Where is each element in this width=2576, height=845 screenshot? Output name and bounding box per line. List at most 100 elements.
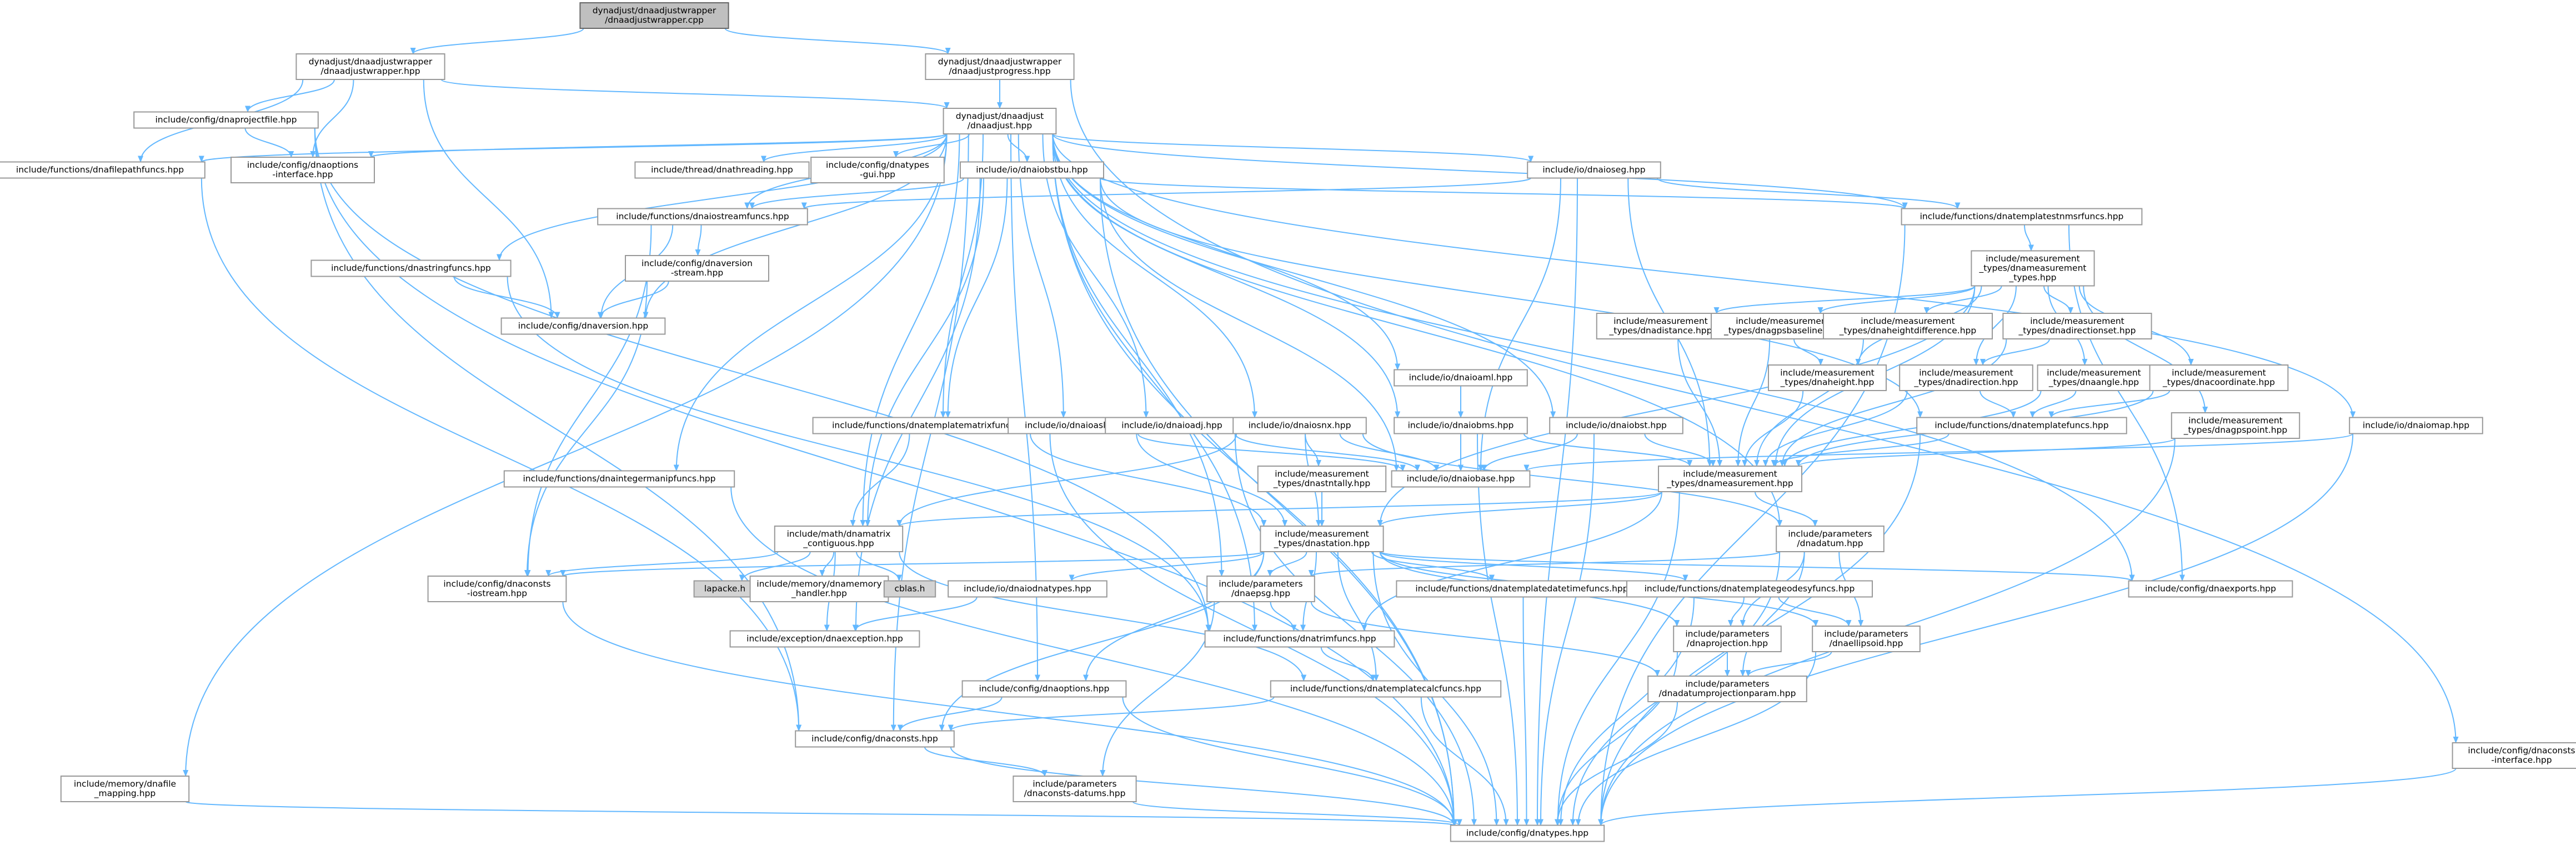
file-node-station[interactable]: include/measurement_types/dnastation.hpp [1260, 526, 1384, 552]
file-node-ioaml[interactable]: include/io/dnaioaml.hpp [1394, 369, 1528, 387]
file-node-tplf[interactable]: include/functions/dnatemplatefuncs.hpp [1916, 417, 2127, 434]
node-label-line: include/measurement [1986, 254, 2080, 264]
file-node-lapacke: lapacke.h [693, 580, 756, 598]
file-node-meastypes[interactable]: include/measurement_types/dnameasurement… [1971, 250, 2095, 287]
file-node-integer[interactable]: include/functions/dnaintegermanipfuncs.h… [503, 470, 735, 488]
file-node-verstream[interactable]: include/config/dnaversion-stream.hpp [625, 255, 769, 282]
node-box [1899, 364, 2033, 391]
file-node-mmeas[interactable]: include/measurement_types/dnameasurement… [1658, 466, 1802, 492]
file-node-tplgeo[interactable]: include/functions/dnatemplategeodesyfunc… [1626, 580, 1873, 598]
node-label-line: cblas.h [895, 584, 925, 594]
file-node-mgpspt[interactable]: include/measurement_types/dnagpspoint.hp… [2171, 412, 2301, 439]
file-node-proj[interactable]: include/parameters/dnaprojection.hpp [1673, 626, 1782, 652]
file-node-mcoord[interactable]: include/measurement_types/dnacoordinate.… [2149, 364, 2289, 391]
file-node-constsint[interactable]: include/config/dnaconsts-interface.hpp [2452, 742, 2576, 769]
node-box [1673, 626, 1782, 652]
file-node-exception[interactable]: include/exception/dnaexception.hpp [729, 630, 920, 648]
node-label-line: include/io/dnaiomap.hpp [2363, 421, 2469, 431]
edge-iobst-to-matrix [865, 178, 984, 527]
file-node-trim[interactable]: include/functions/dnatrimfuncs.hpp [1204, 630, 1395, 648]
file-node-matrix[interactable]: include/math/dnamatrix_contiguous.hpp [774, 526, 904, 552]
file-node-ellip[interactable]: include/parameters/dnaellipsoid.hpp [1812, 626, 1921, 652]
node-box [948, 580, 1107, 598]
file-node-datum[interactable]: include/parameters/dnadatum.hpp [1776, 526, 1885, 552]
edge-iomap-to-iobase [1523, 433, 2354, 472]
file-node-iobst[interactable]: include/io/dnaiobstbu.hpp [960, 161, 1104, 179]
node-box [1270, 680, 1502, 698]
edge-tplmat-to-matrix [850, 433, 910, 527]
node-label-line: include/io/dnaioseg.hpp [1542, 165, 1645, 175]
file-node-iodnatypes[interactable]: include/io/dnaiodnatypes.hpp [948, 580, 1107, 598]
edge-strf-to-version [453, 276, 560, 319]
file-node-optint[interactable]: include/config/dnaoptions-interface.hpp [230, 157, 375, 183]
file-node-streamf[interactable]: include/functions/dnaiostreamfuncs.hpp [597, 208, 808, 226]
file-node-projfile[interactable]: include/config/dnaprojectfile.hpp [133, 111, 319, 129]
file-node-mdist[interactable]: include/measurement_types/dnadistance.hp… [1596, 313, 1726, 339]
node-label-line: include/functions/dnastringfuncs.hpp [331, 263, 491, 273]
node-box [503, 470, 735, 488]
node-label-line: /dnadatum.hpp [1797, 538, 1863, 548]
node-label-line: include/measurement [2047, 368, 2141, 378]
node-box [295, 53, 445, 80]
edge-mmeas-to-matrix [896, 491, 1662, 527]
file-node-typesgui[interactable]: include/config/dnatypes-gui.hpp [810, 157, 945, 183]
node-label-line: dynadjust/dnaadjust [956, 111, 1044, 121]
node-box [1394, 369, 1528, 387]
edge-dnaadjust-to-iomap [1052, 133, 2356, 418]
node-label-line: dynadjust/dnaadjustwrapper [938, 57, 1062, 67]
file-node-mdir[interactable]: include/measurement_types/dnadirection.h… [1899, 364, 2033, 391]
file-node-strf[interactable]: include/functions/dnastringfuncs.hpp [310, 259, 512, 277]
file-node-wrap[interactable]: dynadjust/dnaadjustwrapper/dnaadjustwrap… [295, 53, 445, 80]
file-node-options[interactable]: include/config/dnaoptions.hpp [961, 680, 1127, 698]
edge-dtparam-to-types [1555, 701, 1678, 826]
file-node-ioadj[interactable]: include/io/dnaioadj.hpp [1105, 417, 1239, 434]
file-node-root[interactable]: dynadjust/dnaadjustwrapper/dnaadjustwrap… [579, 2, 729, 29]
edge-tplstrm-to-types [1598, 224, 1906, 826]
node-label-line: dynadjust/dnaadjustwrapper [309, 57, 433, 67]
file-node-mhdiff[interactable]: include/measurement_types/dnaheightdiffe… [1823, 313, 1993, 339]
file-node-thread[interactable]: include/thread/dnathreading.hpp [634, 161, 810, 179]
file-node-ioseg[interactable]: include/io/dnaioseg.hpp [1527, 161, 1661, 179]
file-node-epsg[interactable]: include/parameters/dnaepsg.hpp [1206, 576, 1315, 602]
file-node-tally[interactable]: include/measurement_types/dnastntally.hp… [1257, 466, 1387, 492]
edge-dnaadjust-to-strf [497, 133, 948, 261]
file-node-dtparam[interactable]: include/parameters/dnadatumprojectionpar… [1647, 676, 1807, 702]
node-label-line: include/functions/dnatemplatematrixfuncs… [832, 421, 1034, 431]
file-node-tplcalc[interactable]: include/functions/dnatemplatecalcfuncs.h… [1270, 680, 1502, 698]
edge-mangle-to-tplf [2029, 390, 2077, 418]
node-label-line: /dnaadjustprogress.hpp [949, 66, 1050, 76]
node-box [579, 2, 729, 29]
file-node-filepath[interactable]: include/functions/dnafilepathfuncs.hpp [0, 161, 206, 179]
file-node-consts_os[interactable]: include/config/dnaconsts-iostream.hpp [427, 576, 567, 602]
file-node-types[interactable]: include/config/dnatypes.hpp [1450, 824, 1605, 842]
file-node-exports[interactable]: include/config/dnaexports.hpp [2128, 580, 2293, 598]
file-node-consts[interactable]: include/config/dnaconsts.hpp [795, 730, 955, 748]
file-node-tpldt[interactable]: include/functions/dnatemplatedatetimefun… [1396, 580, 1648, 598]
edge-root-to-wrap [410, 28, 584, 54]
node-label-line: lapacke.h [704, 584, 745, 594]
file-node-mdirset[interactable]: include/measurement_types/dnadirectionse… [2002, 313, 2152, 339]
file-node-memhandler[interactable]: include/memory/dnamemory_handler.hpp [749, 576, 889, 602]
node-label-line: include/measurement [1275, 529, 1369, 539]
file-node-cdatums[interactable]: include/parameters/dnaconsts-datums.hpp [1013, 776, 1137, 802]
file-node-version[interactable]: include/config/dnaversion.hpp [500, 317, 666, 335]
file-node-iomap[interactable]: include/io/dnaiomap.hpp [2349, 417, 2483, 434]
file-node-mangle[interactable]: include/measurement_types/dnaangle.hpp [2037, 364, 2151, 391]
file-node-iobms[interactable]: include/io/dnaiobms.hpp [1394, 417, 1528, 434]
file-node-iosnx[interactable]: include/io/dnaiosnx.hpp [1232, 417, 1367, 434]
node-box [810, 157, 945, 183]
file-node-prog[interactable]: dynadjust/dnaadjustwrapper/dnaadjustprog… [925, 53, 1075, 80]
node-box [2128, 580, 2293, 598]
edge-iodnatypes-to-exception [852, 597, 978, 632]
file-node-iobst2[interactable]: include/io/dnaiobst.hpp [1549, 417, 1683, 434]
edge-ellip-to-dtparam [1745, 651, 1832, 677]
file-node-dnaadjust[interactable]: dynadjust/dnaadjust/dnaadjust.hpp [943, 108, 1057, 134]
file-node-tplstrm[interactable]: include/functions/dnatemplatestnmsrfuncs… [1901, 208, 2143, 226]
file-node-fmap[interactable]: include/memory/dnafile_mapping.hpp [60, 776, 190, 802]
node-label-line: _types/dnacoordinate.hpp [2162, 377, 2275, 388]
file-node-mheight[interactable]: include/measurement_types/dnaheight.hpp [1768, 364, 1887, 391]
file-node-iobase[interactable]: include/io/dnaiobase.hpp [1391, 470, 1531, 488]
edge-station-to-consts_os [560, 551, 1265, 577]
edge-tplmat-to-types [1049, 433, 1457, 826]
node-label-line: include/functions/dnatemplatestnmsrfuncs… [1920, 212, 2124, 222]
